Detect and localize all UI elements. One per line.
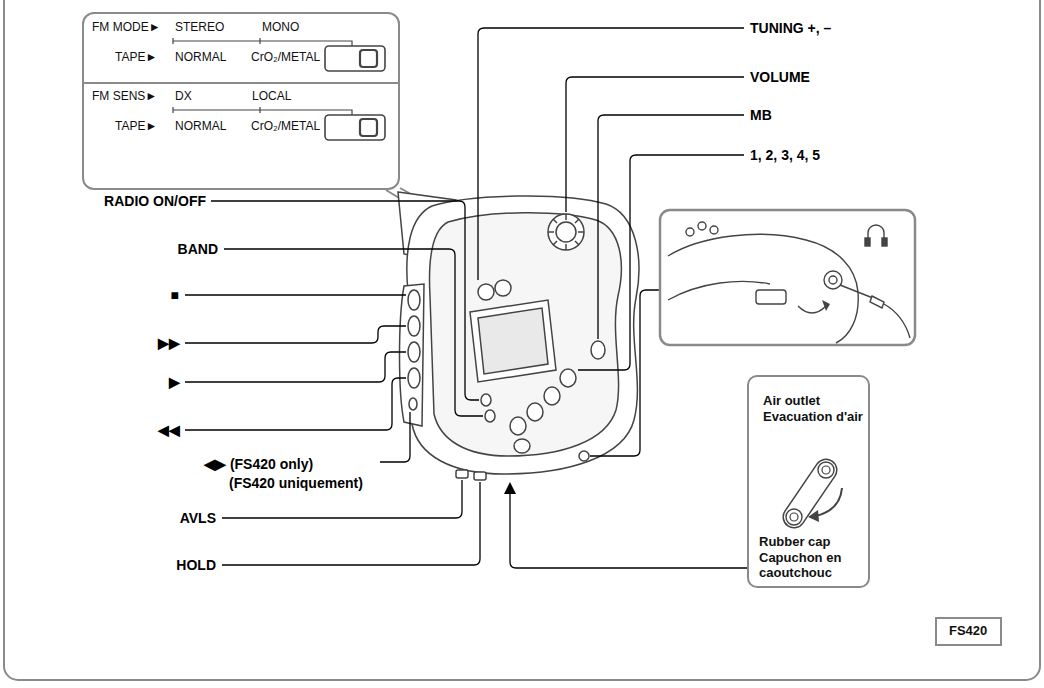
arrowhead <box>504 482 516 494</box>
node-text: MONO <box>262 21 299 35</box>
part-label: AVLS <box>180 510 216 526</box>
part-label: MB <box>750 107 772 123</box>
arrowhead <box>822 300 830 311</box>
node-text: Air outlet <box>763 394 820 409</box>
headphone-jack-detail <box>668 222 910 343</box>
node-text: FM SENS► <box>92 90 157 104</box>
part-label: ▶▶ <box>158 335 180 351</box>
leader-lines <box>185 28 747 568</box>
node-text: Capuchon en caoutchouc <box>759 551 859 581</box>
node-text: CrO₂/METAL <box>251 120 320 134</box>
part-label: HOLD <box>176 557 216 573</box>
node-text: LOCAL <box>252 90 291 104</box>
model-box: FS420 <box>935 617 1002 646</box>
part-label: ◀▶ (FS420 only) <box>204 456 313 472</box>
part-label: RADIO ON/OFF <box>104 193 206 209</box>
part-label: VOLUME <box>750 69 810 85</box>
part-label: ▶ <box>169 374 180 390</box>
node-text: FS420 <box>949 624 987 639</box>
outer-frame <box>4 0 1040 680</box>
part-label: TUNING +, – <box>750 20 831 36</box>
part-label: ◀◀ <box>158 422 180 438</box>
part-label: 1, 2, 3, 4, 5 <box>750 147 820 163</box>
switch-panel: FM MODE► STEREO MONO TAPE► NORMAL CrO₂/METAL F… <box>82 12 400 190</box>
node-text: CrO₂/METAL <box>251 51 320 65</box>
headphone-inset <box>660 210 915 345</box>
part-label: (FS420 uniquement) <box>229 475 363 491</box>
node-text: NORMAL <box>175 120 226 134</box>
node-text: Rubber cap <box>759 535 831 550</box>
node-text: TAPE► <box>115 120 157 134</box>
node-text: TAPE► <box>115 51 157 65</box>
walkman-device <box>398 192 639 480</box>
node-text: STEREO <box>175 21 224 35</box>
part-label: ■ <box>171 287 179 303</box>
air-outlet-inset: Air outletEvacuation d'airRubber capCapu… <box>747 375 870 588</box>
switch-scales <box>173 38 385 140</box>
node-text: NORMAL <box>175 51 226 65</box>
node-text: FM MODE► <box>92 21 161 35</box>
panel-divider <box>84 82 398 84</box>
node-text: Evacuation d'air <box>763 410 863 425</box>
rubber-cap-drawing <box>786 462 842 525</box>
node-text: DX <box>175 90 192 104</box>
part-label: BAND <box>178 241 218 257</box>
